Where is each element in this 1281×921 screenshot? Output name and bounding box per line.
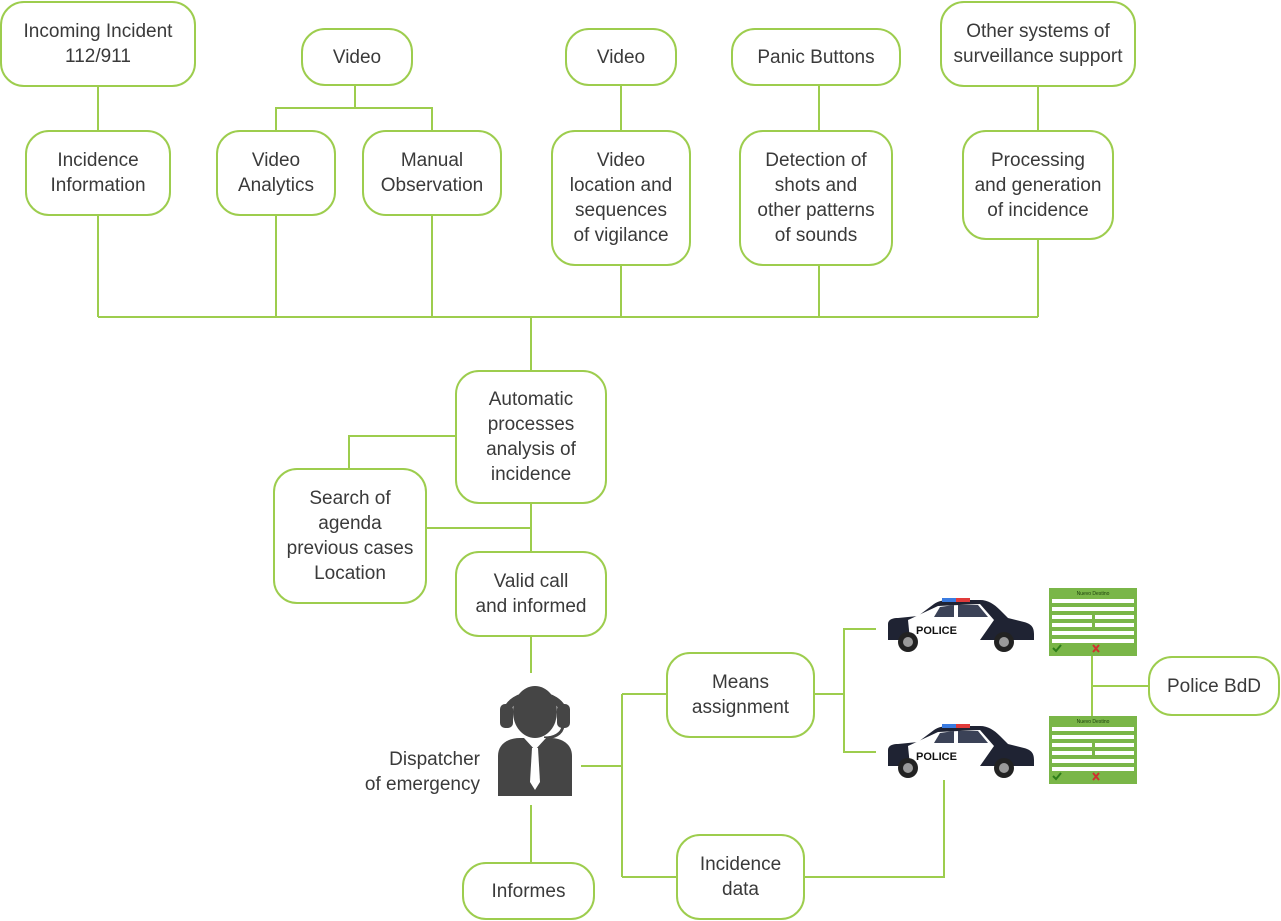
other-systems-node: Other systems of surveillance support	[940, 1, 1136, 87]
incoming-incident-node: Incoming Incident 112/911	[0, 1, 196, 87]
means-assignment-node: Means assignment	[666, 652, 815, 738]
informes-node: Informes	[462, 862, 595, 920]
video-source-node-2: Video	[565, 28, 677, 86]
dispatcher-label: Dispatcher of emergency	[364, 749, 480, 795]
panic-buttons-node: Panic Buttons	[731, 28, 901, 86]
automatic-processes-node: Automatic processes analysis of incidenc…	[455, 370, 607, 504]
processing-generation-node: Processing and generation of incidence	[962, 130, 1114, 240]
video-location-node: Video location and sequences of vigilanc…	[551, 130, 691, 266]
police-car-text-2: POLICE	[916, 751, 957, 763]
incidence-information-node: Incidence Information	[25, 130, 171, 216]
valid-call-node: Valid call and informed	[455, 551, 607, 637]
headset-operator-icon	[498, 686, 572, 796]
search-agenda-node: Search of agenda previous cases Location	[273, 468, 427, 604]
video-analytics-node: Video Analytics	[216, 130, 336, 216]
police-car-icon: POLICE	[888, 598, 1034, 652]
form-title-2: Nuevo Destino	[1077, 719, 1110, 725]
police-car-text: POLICE	[916, 625, 957, 637]
manual-observation-node: Manual Observation	[362, 130, 502, 216]
video-source-node: Video	[301, 28, 413, 86]
form-window-icon: Nuevo Destino	[1049, 588, 1137, 656]
police-bdd-node: Police BdD	[1148, 656, 1280, 716]
police-car-icon-2: POLICE	[888, 724, 1034, 778]
detection-shots-node: Detection of shots and other patterns of…	[739, 130, 893, 266]
incidence-data-node: Incidence data	[676, 834, 805, 920]
form-window-icon-2: Nuevo Destino	[1049, 716, 1137, 784]
form-title: Nuevo Destino	[1077, 591, 1110, 597]
